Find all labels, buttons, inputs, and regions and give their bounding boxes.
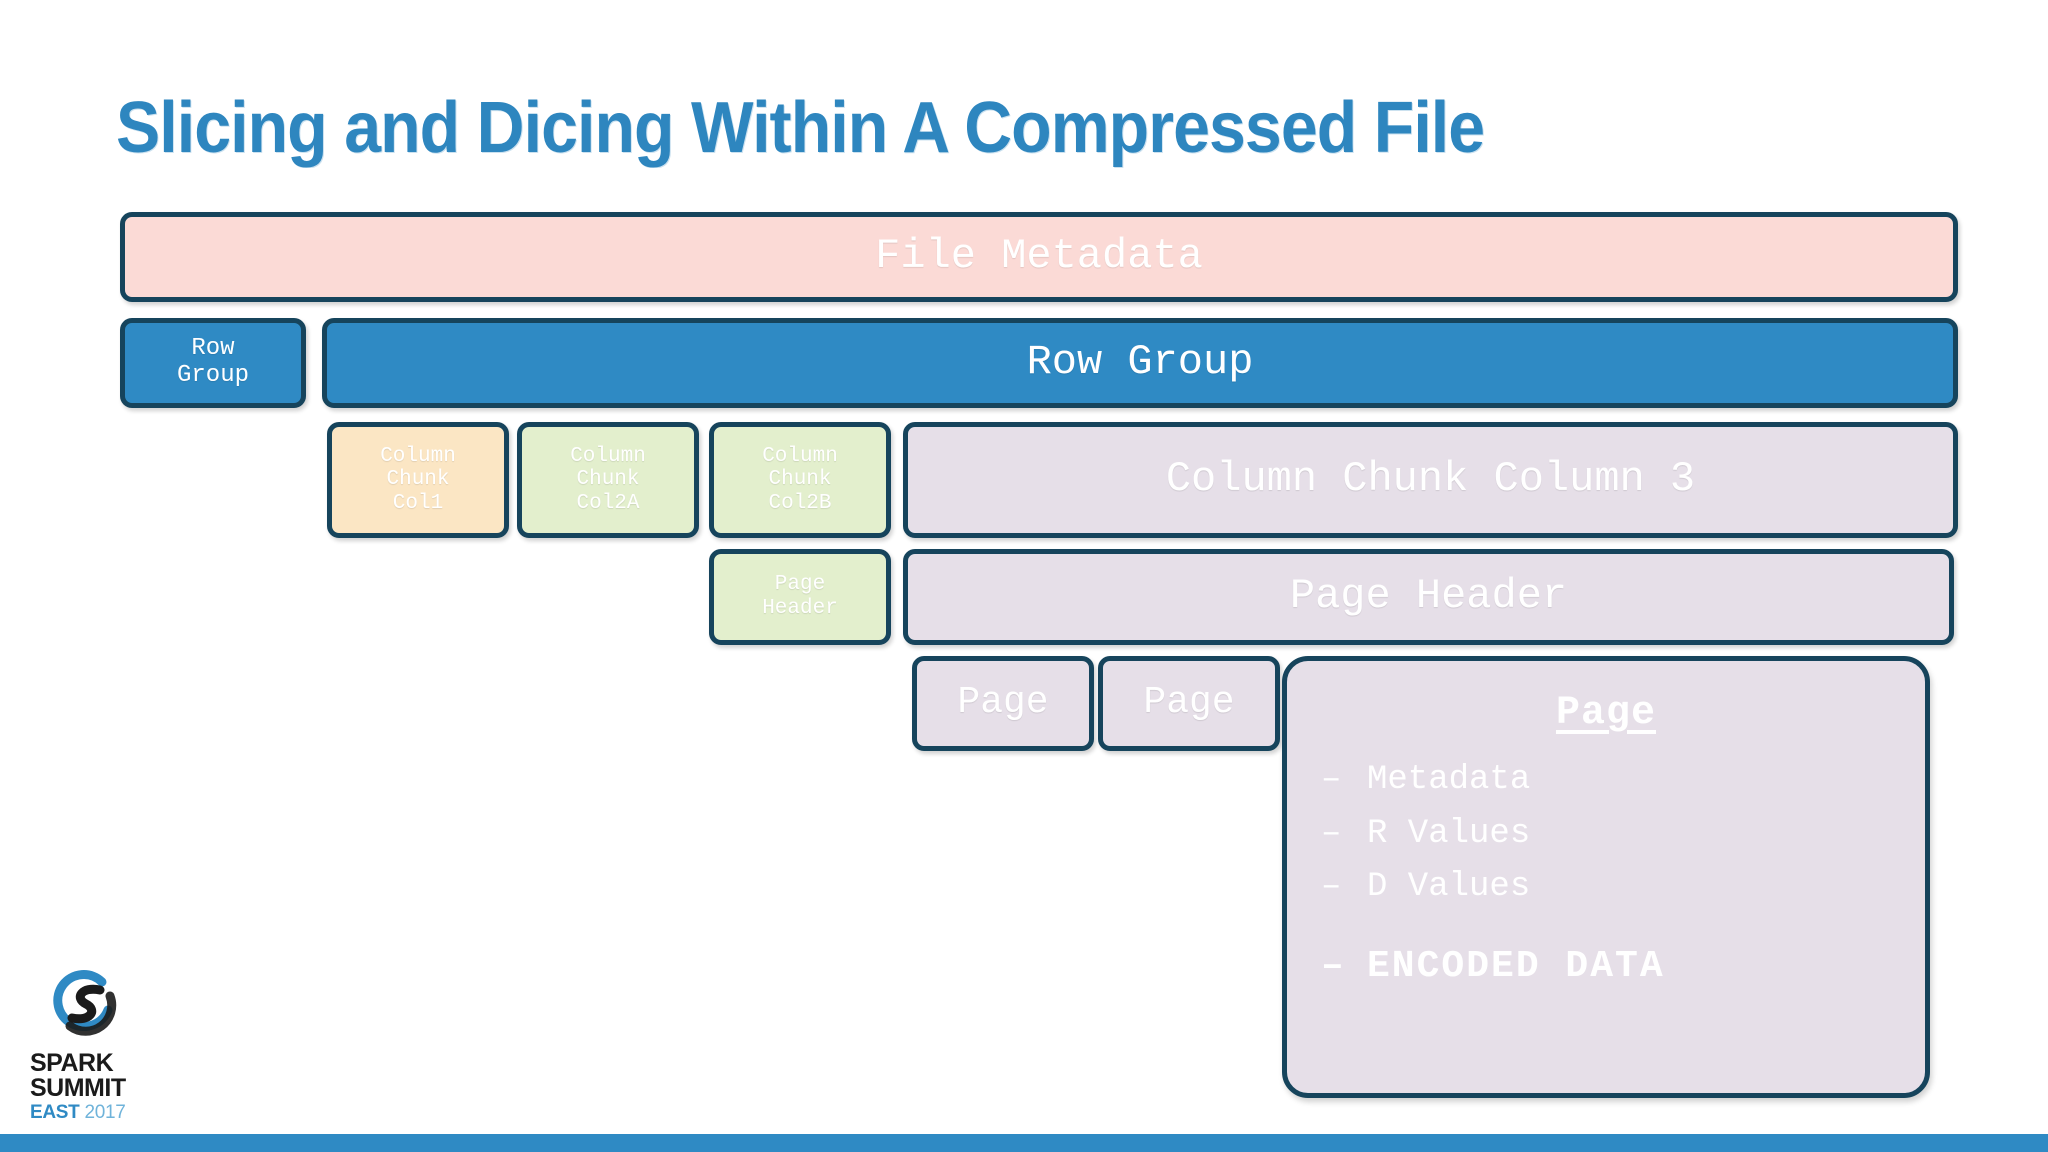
- column-chunk-col2a-label: Column Chunk Col2A: [570, 444, 646, 515]
- page-detail-item-label: ENCODED DATA: [1367, 945, 1665, 989]
- dash-icon: –: [1321, 945, 1346, 989]
- logo-east-year-line: EAST 2017: [30, 1102, 150, 1124]
- page-detail-title: Page: [1555, 691, 1656, 736]
- column-chunk-column3-box: Column Chunk Column 3: [903, 422, 1958, 538]
- column-chunk-col2b-box: Column Chunk Col2B: [709, 422, 891, 538]
- dash-icon: –: [1321, 761, 1342, 799]
- dash-icon: –: [1321, 814, 1342, 853]
- logo-year-text: 2017: [79, 1102, 126, 1123]
- logo-spark-text: SPARK: [30, 1049, 114, 1077]
- page-detail-item-d-values: – D Values: [1321, 861, 1925, 915]
- footer-accent-bar: [0, 1134, 2048, 1152]
- page-detail-card: Page – Metadata – R Values – D Values – …: [1282, 656, 1930, 1098]
- page-detail-item-label: R Values: [1367, 814, 1531, 853]
- column-chunk-col2a-box: Column Chunk Col2A: [517, 422, 699, 538]
- page-header-wide-box: Page Header: [903, 549, 1954, 645]
- column-chunk-col1-label: Column Chunk Col1: [380, 444, 456, 515]
- dash-icon: –: [1321, 868, 1342, 907]
- column-chunk-col2b-label: Column Chunk Col2B: [762, 444, 838, 515]
- spark-spiral-icon: [48, 966, 150, 1047]
- file-metadata-box: File Metadata: [120, 212, 1958, 302]
- page-detail-item-label: Metadata: [1367, 761, 1531, 799]
- spark-summit-logo: SPARK SUMMIT EAST 2017: [30, 966, 150, 1124]
- page-header-wide-label: Page Header: [1289, 572, 1568, 621]
- row-group-wide-label: Row Group: [1026, 338, 1254, 387]
- page-detail-item-r-values: – R Values: [1321, 808, 1925, 862]
- column-chunk-column3-label: Column Chunk Column 3: [1165, 455, 1696, 504]
- page-title: Slicing and Dicing Within A Compressed F…: [116, 88, 1485, 168]
- page-header-small-box: Page Header: [709, 549, 891, 645]
- logo-summit-text: SUMMIT: [30, 1074, 126, 1102]
- page-box-2-label: Page: [1143, 681, 1235, 725]
- page-detail-item-encoded-data: – ENCODED DATA: [1321, 937, 1925, 997]
- row-group-small-label: Row Group: [176, 335, 249, 389]
- page-box-1-label: Page: [957, 681, 1049, 725]
- column-chunk-col1-box: Column Chunk Col1: [327, 422, 509, 538]
- page-header-small-label: Page Header: [762, 573, 838, 620]
- file-metadata-label: File Metadata: [875, 232, 1203, 281]
- page-detail-item-metadata: – Metadata: [1321, 754, 1925, 808]
- page-detail-list: – Metadata – R Values – D Values – ENCOD…: [1287, 754, 1925, 997]
- row-group-small-box: Row Group: [120, 318, 306, 408]
- page-box-1: Page: [912, 656, 1094, 751]
- row-group-wide-box: Row Group: [322, 318, 1958, 408]
- page-box-2: Page: [1098, 656, 1280, 751]
- page-detail-item-label: D Values: [1367, 868, 1531, 907]
- logo-east-text: EAST: [30, 1102, 80, 1123]
